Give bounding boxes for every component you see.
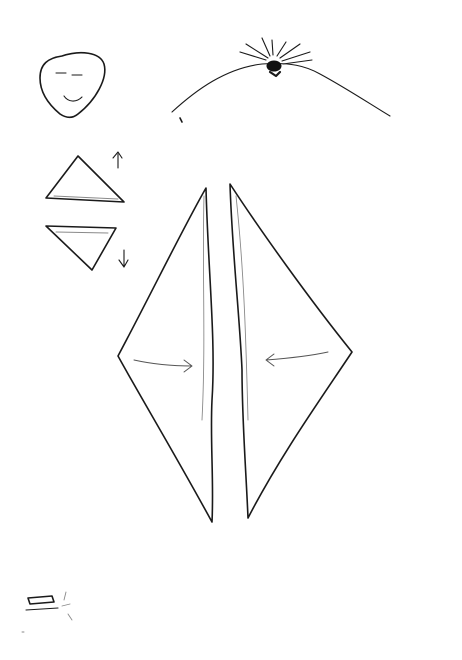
- triangle-flip-up: [46, 152, 124, 202]
- corner-doodle: [22, 592, 72, 632]
- upper-triangle: [46, 156, 124, 202]
- doodle-bar: [28, 596, 54, 604]
- left-arrow-icon: [266, 352, 328, 366]
- left-half-fold: [202, 196, 204, 420]
- doodle-tick-a: [64, 592, 66, 600]
- doodle-line: [26, 608, 58, 610]
- lower-triangle-inner: [56, 232, 108, 233]
- ground-curve: [172, 63, 390, 116]
- smile: [64, 96, 82, 101]
- smiley-face: [40, 53, 105, 118]
- right-half-kite: [230, 184, 352, 518]
- light-rays: [240, 38, 312, 64]
- lamp-on-curve: [172, 38, 390, 122]
- right-half-outline: [230, 184, 352, 518]
- up-arrow-icon: [113, 152, 122, 168]
- curve-tick: [180, 118, 182, 122]
- face-outline: [40, 53, 105, 118]
- triangle-flip-down: [46, 226, 128, 270]
- doodle-tick-c: [68, 614, 72, 620]
- down-arrow-icon: [119, 250, 128, 267]
- left-half-outline: [118, 188, 213, 522]
- lamp-bulb: [267, 61, 281, 71]
- left-half-kite: [118, 188, 213, 522]
- right-arrow-icon: [134, 360, 192, 372]
- doodle-tick-b: [62, 604, 70, 606]
- lamp-stem: [270, 72, 280, 76]
